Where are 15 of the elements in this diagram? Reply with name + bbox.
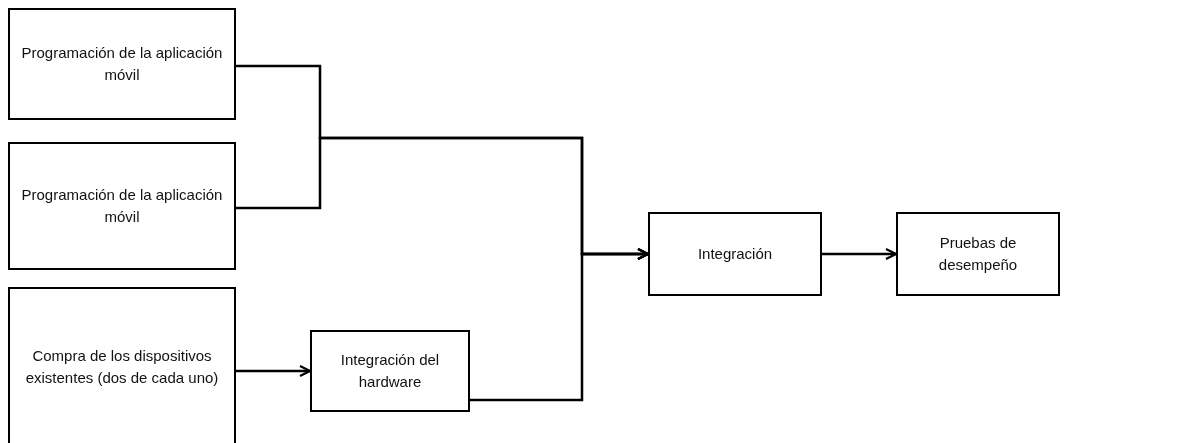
process-box (648, 212, 822, 296)
process-box (8, 287, 236, 443)
process-box (896, 212, 1060, 296)
connector-arrow (236, 364, 312, 378)
box-label: Compra de los dispositivos existentes (dos de cada uno) (24, 346, 220, 388)
box-label: Programación de la aplicación móvil (20, 185, 224, 227)
process-box (310, 330, 470, 412)
box-label: Integración del hardware (339, 350, 441, 392)
process-box (8, 8, 236, 120)
box-label: Integración (697, 244, 773, 265)
box-label: Programación de la aplicación móvil (20, 43, 224, 85)
process-box (8, 142, 236, 270)
box-label: Pruebas de desempeño (937, 233, 1019, 275)
connector-arrow (822, 247, 898, 261)
connector-arrow (470, 247, 650, 402)
